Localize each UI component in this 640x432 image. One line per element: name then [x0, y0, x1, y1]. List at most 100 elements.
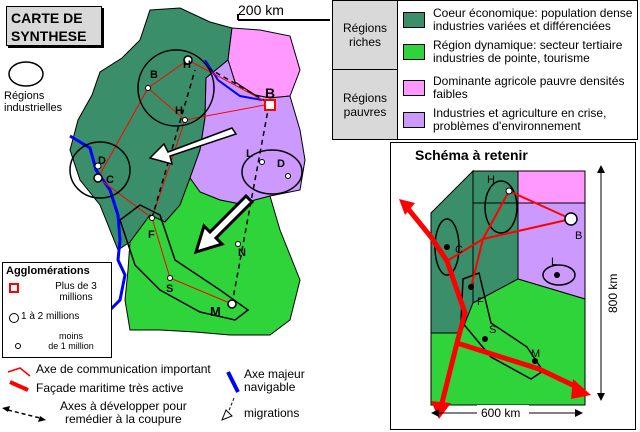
- axe-comm-4: [151, 119, 186, 219]
- map-title-text: CARTE DE SYNTHESE: [11, 10, 87, 44]
- schema-width-arrow-right: [575, 409, 583, 417]
- axe-comm-2: [97, 87, 271, 179]
- agglo-big-symbol: [9, 283, 19, 293]
- city-m: [227, 299, 237, 309]
- schema-label-m: M: [531, 348, 540, 360]
- agglo-small-symbol: [15, 343, 21, 349]
- schema-region-h: [484, 180, 518, 234]
- schema-height-arrow-top: [597, 165, 605, 173]
- map-label-b-north: B: [150, 69, 158, 81]
- schema-title: Schéma à retenir: [415, 147, 528, 163]
- city-h: [182, 117, 188, 123]
- map-title: CARTE DE SYNTHESE: [6, 6, 102, 46]
- legend-axes-dev-label: Axes à développer pour remédier à la cou…: [60, 399, 187, 426]
- legend-axe-majeur-symbol: [226, 371, 240, 393]
- schema-box: Schéma à retenir H: [390, 142, 636, 430]
- legend-swatch-agricole: [403, 80, 425, 96]
- schema-city-m: [532, 358, 538, 364]
- city-d: [94, 162, 102, 170]
- schema-face-agricole: [517, 170, 586, 204]
- map-label-h: H: [175, 105, 183, 117]
- schema-label-s: S: [489, 324, 496, 336]
- map-label-l: L: [246, 148, 253, 160]
- schema-city-l: [554, 272, 560, 278]
- legend-facade-symbol: [9, 380, 29, 392]
- city-l: [259, 159, 265, 165]
- legend-rich-label: Régions riches: [333, 1, 398, 70]
- map-label-f: F: [148, 229, 155, 241]
- map-label-b: B: [265, 85, 275, 101]
- map-label-c: C: [106, 174, 114, 186]
- industrial-region-legend-label: Régions industrielles: [4, 90, 63, 114]
- legend-row-dynamique: Région dynamique: secteur tertiaire indu…: [399, 37, 635, 67]
- legend-axe-comm-label: Axe de communication important: [36, 362, 211, 376]
- legend-axe-comm-symbol: [7, 367, 31, 377]
- schema-arrow-sw: [431, 401, 451, 419]
- schema-height-label: 800 km: [606, 274, 620, 313]
- agglomerations-legend: Agglomérations Plus de 3 millions 1 à 2 …: [2, 262, 112, 358]
- legend-swatch-crise: [403, 112, 425, 128]
- schema-height-arrow-bottom: [597, 393, 605, 401]
- migration-arrow-1: [148, 127, 238, 166]
- industrial-region-legend-symbol: [8, 61, 44, 87]
- legend-row-coeur: Coeur économique: population dense indus…: [399, 5, 635, 35]
- schema-arrow-nw: [399, 199, 415, 215]
- schema-city-f: [468, 284, 474, 290]
- schema-city-c: [444, 244, 450, 250]
- industrial-region-h: [137, 49, 215, 127]
- scale-bar: 200 km: [238, 2, 284, 18]
- schema-width-label-bg: [477, 405, 529, 421]
- schema-axe-se: [456, 340, 583, 392]
- axe-dev-2: [231, 109, 269, 305]
- schema-label-f: F: [477, 296, 484, 308]
- industrial-region-l: [241, 149, 303, 195]
- scale-label: 200 km: [238, 2, 284, 18]
- city-b-north: [145, 85, 151, 91]
- map-label-m: M: [210, 304, 221, 319]
- axe-dev-3: [207, 67, 265, 101]
- city-s: [167, 275, 173, 281]
- legend-poor-label: Régions pauvres: [333, 70, 398, 139]
- map-label-n: N: [238, 247, 246, 259]
- axe-majeur-rhin: [69, 134, 127, 314]
- schema-arrow-se: [571, 379, 591, 399]
- schema-svg: H B C L F S M 800 km 600 km: [399, 165, 620, 421]
- legend-migrations-label: migrations: [244, 406, 300, 420]
- legend-axe-majeur-label: Axe majeur navigable: [244, 367, 305, 394]
- schema-width-arrow-left: [431, 409, 439, 417]
- map-label-d: D: [98, 155, 106, 167]
- industrial-region-south: [119, 204, 250, 321]
- city-n: [235, 241, 241, 247]
- schema-label-b: B: [575, 230, 582, 242]
- schema-city-s: [482, 336, 488, 342]
- legend-row-crise: Industries et agriculture en crise, prob…: [399, 105, 635, 135]
- agglo-big-label: Plus de 3 millions: [55, 281, 97, 303]
- schema-width-label: 600 km: [481, 406, 520, 420]
- schema-label-c: C: [455, 244, 463, 256]
- schema-label-l: L: [551, 256, 557, 268]
- map-label-d-east: D: [277, 158, 285, 170]
- legend-swatch-coeur: [403, 12, 425, 28]
- agglo-small-label: moins de 1 million: [48, 331, 94, 351]
- agglo-mid-label: 1 à 2 millions: [21, 311, 80, 322]
- migration-arrow-2: [193, 193, 255, 255]
- agglo-mid-symbol: [9, 313, 19, 323]
- schema-region-l: [542, 264, 576, 286]
- map-label-s: S: [166, 283, 173, 295]
- schema-face-coeur-left: [430, 169, 474, 334]
- industrial-region-c: [69, 141, 131, 199]
- legend-axes-dev-arrow-left: [2, 406, 10, 412]
- schema-city-b: [564, 212, 578, 226]
- region-dynamique: [124, 176, 301, 336]
- legend-axes-dev-symbol: [7, 409, 41, 419]
- legend-axes-dev-arrow-right: [38, 416, 46, 422]
- axe-dev-1: [151, 69, 196, 219]
- map-label-h-north: H: [183, 59, 191, 71]
- city-f: [149, 215, 155, 221]
- city-c: [93, 173, 103, 183]
- city-b-big: [264, 99, 276, 111]
- city-d-east: [285, 173, 291, 179]
- legend-table: Régions riches Régions pauvres Coeur éco…: [332, 0, 638, 140]
- schema-axe-rhin: [403, 203, 468, 408]
